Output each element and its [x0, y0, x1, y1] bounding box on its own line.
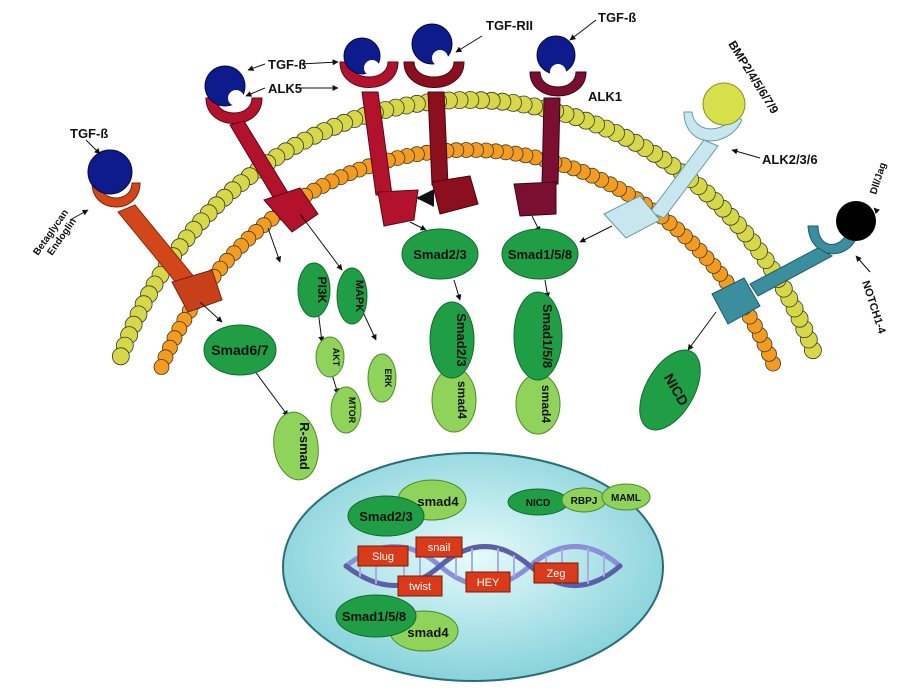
svg-text:Smad6/7: Smad6/7 [211, 342, 269, 358]
svg-text:HEY: HEY [477, 577, 500, 589]
label-alk5: ALK5 [268, 81, 302, 96]
erk-node: ERK [367, 353, 397, 403]
svg-text:MTOR: MTOR [347, 397, 357, 424]
tf-slug: Slug [357, 545, 409, 567]
nucleus: Slug snail twist HEY Zeg Smad2/3 smad4 [282, 452, 664, 682]
smad67-node: Smad6/7 [203, 324, 277, 376]
svg-text:AKT: AKT [331, 348, 341, 367]
svg-text:Smad1/5/8: Smad1/5/8 [342, 609, 406, 624]
tf-twist: twist [397, 575, 443, 597]
smad23-smad4-complex: Smad2/3 smad4 [429, 301, 477, 433]
label-dll-jag: Dll/Jag [868, 161, 889, 196]
svg-text:Slug: Slug [372, 551, 394, 563]
svg-text:Smad1/5/8: Smad1/5/8 [508, 247, 572, 262]
alk5-receptor-left [205, 97, 319, 233]
svg-text:snail: snail [428, 542, 451, 554]
nuc-smad23-smad4: Smad2/3 smad4 [347, 479, 467, 537]
svg-text:MAML: MAML [611, 493, 641, 504]
alk236-receptor [603, 111, 743, 239]
label-tgfb-right: TGF-ß [598, 10, 636, 25]
mapk-node: MAPK [336, 267, 368, 325]
svg-text:ERK: ERK [383, 368, 393, 388]
betaglycan-receptor [91, 182, 223, 313]
svg-text:smad4: smad4 [407, 625, 449, 640]
svg-text:Smad2/3: Smad2/3 [454, 313, 469, 366]
label-tgfb-left: TGF-ß [70, 126, 108, 141]
svg-text:Smad2/3: Smad2/3 [413, 247, 466, 262]
akt-node: AKT [315, 336, 345, 378]
svg-text:PI3K: PI3K [315, 277, 329, 304]
tf-zeg: Zeg [533, 562, 579, 584]
tf-hey: HEY [465, 571, 511, 593]
svg-text:Smad1/5/8: Smad1/5/8 [540, 304, 555, 368]
nuc-notch-complex: NICD RBPJ MAML [507, 483, 651, 516]
svg-text:RBPJ: RBPJ [571, 496, 598, 507]
label-alk236: ALK2/3/6 [762, 152, 818, 167]
svg-text:R-smad: R-smad [297, 422, 312, 470]
svg-text:NICD: NICD [526, 498, 550, 509]
nicd-node: NICD [639, 349, 701, 431]
smad158-node: Smad1/5/8 [501, 228, 579, 280]
svg-text:Zeg: Zeg [547, 568, 566, 580]
mtor-node: MTOR [330, 386, 362, 434]
svg-text:twist: twist [409, 581, 431, 593]
tgf-rii-receptor [403, 61, 479, 215]
rsmad-node: R-smad [273, 411, 319, 481]
alk5-receptor-mid [339, 61, 419, 227]
svg-text:smad4: smad4 [455, 381, 469, 419]
smad158-smad4-complex: Smad1/5/8 smad4 [513, 291, 563, 435]
alk1-receptor [513, 71, 587, 217]
label-notch: NOTCH1-4 [859, 279, 888, 336]
svg-text:Smad2/3: Smad2/3 [359, 509, 412, 524]
dll-jag-ligand [836, 201, 876, 241]
smad23-node: Smad2/3 [401, 228, 479, 280]
pi3k-node: PI3K [297, 262, 331, 318]
lipid-outer-bead [111, 347, 130, 366]
nuc-smad158-smad4: Smad1/5/8 smad4 [335, 594, 459, 652]
svg-text:MAPK: MAPK [353, 280, 365, 312]
svg-text:smad4: smad4 [417, 494, 459, 509]
lipid-inner-bead [153, 359, 170, 375]
label-alk1: ALK1 [588, 89, 622, 104]
notch-receptor [711, 225, 859, 325]
tf-snail: snail [415, 536, 463, 558]
label-tgfb-mid: TGF-ß [268, 57, 306, 72]
tgf-beta-ligand-left [87, 149, 133, 195]
bmp-ligand [702, 82, 746, 126]
svg-text:smad4: smad4 [539, 385, 553, 423]
label-tgfrii: TGF-RII [486, 18, 533, 33]
